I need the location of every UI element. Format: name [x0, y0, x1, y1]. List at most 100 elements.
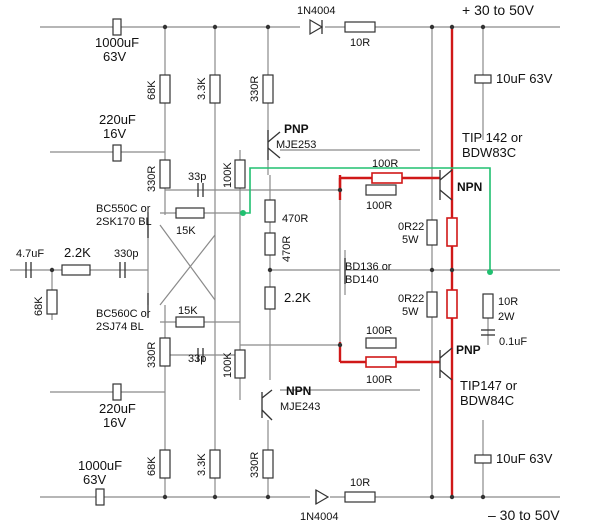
diode-top — [309, 18, 324, 36]
c220-top-voltage: 16V — [103, 126, 126, 141]
diode-top-label: 1N4004 — [297, 5, 336, 17]
pnp-driver-part: MJE253 — [276, 139, 316, 151]
junction-dots — [49, 24, 486, 500]
c-input-label: 4.7uF — [16, 248, 44, 260]
r100r-b-label: 100R — [366, 200, 392, 212]
resistor-2k2-mid — [264, 286, 276, 310]
resistor-2k2-input — [61, 264, 91, 276]
c1000-bottom-value: 1000uF — [78, 458, 122, 473]
resistor-330r-top — [262, 74, 274, 104]
transistor-output-pnp — [439, 347, 453, 381]
r10-top-label: 10R — [350, 37, 370, 49]
c220-bottom-value: 220uF — [99, 401, 136, 416]
pnp-driver-type: PNP — [284, 122, 309, 136]
r100k-top-label: 100K — [222, 162, 234, 188]
resistor-330r-mid-bottom — [159, 337, 171, 367]
transistor-pnp-driver — [267, 130, 281, 160]
r68k-bottom-label: 68K — [146, 456, 158, 476]
cap-33p-top — [197, 183, 204, 197]
r3k3-top-label: 3.3K — [196, 77, 208, 100]
resistor-10r-bottom — [344, 491, 376, 503]
transistor-output-npn — [439, 169, 453, 201]
diode-bottom — [315, 488, 330, 506]
c-zobel-label: 0.1uF — [499, 336, 527, 348]
c10u-bottom-label: 10uF 63V — [496, 451, 553, 466]
resistor-68k-top — [159, 74, 171, 104]
resistor-100r-c — [365, 337, 397, 349]
r470-a-label: 470R — [282, 213, 308, 225]
c1000-top-voltage: 63V — [103, 49, 126, 64]
bc560c-label: BC560C or — [96, 308, 151, 320]
r0r22-top-w-label: 5W — [402, 234, 419, 246]
r68k-input-label: 68K — [33, 296, 45, 316]
r330-mid-bottom-label: 330R — [146, 342, 158, 368]
npn-driver-type: NPN — [286, 384, 311, 398]
r470-b-label: 470R — [281, 236, 293, 262]
c220-top-value: 220uF — [99, 112, 136, 127]
resistor-100r-d — [365, 356, 397, 368]
r0r22-bottom-label: 0R22 — [398, 293, 424, 305]
resistor-3k3-top — [209, 74, 221, 104]
resistor-100k-top — [234, 159, 246, 189]
resistor-100k-bottom — [234, 349, 246, 379]
r2k2-mid-label: 2.2K — [284, 290, 311, 305]
resistor-68k-input — [46, 289, 58, 315]
resistor-0r22-bottom — [426, 291, 438, 318]
r0r22-bottom-w-label: 5W — [402, 306, 419, 318]
cap-zobel — [481, 329, 495, 336]
resistor-100r-b — [365, 184, 397, 196]
resistor-100r-a — [371, 172, 403, 184]
cap-220uf-bottom — [112, 383, 122, 401]
r0r22-top-label: 0R22 — [398, 221, 424, 233]
resistor-10r-top — [344, 21, 376, 33]
pnp-output-type: PNP — [456, 343, 481, 357]
r15k-bottom-label: 15K — [178, 305, 198, 317]
c10u-top-label: 10uF 63V — [496, 71, 553, 86]
resistor-0r22-bottom-red — [446, 289, 458, 319]
resistor-0r22-top — [426, 219, 438, 246]
bd136-label: BD136 or — [345, 261, 392, 273]
bd140-label: BD140 — [345, 274, 379, 286]
resistor-470r-a — [264, 199, 276, 223]
cap-10uf-top — [474, 74, 492, 84]
cap-1000uf-top — [112, 18, 122, 36]
bdw84c-label: BDW84C — [460, 393, 514, 408]
r100r-a-label: 100R — [372, 158, 398, 170]
r68k-top-label: 68K — [146, 80, 158, 100]
resistor-15k-bottom — [175, 316, 205, 328]
transistor-npn-driver — [261, 389, 273, 421]
bdw83c-label: BDW83C — [462, 145, 516, 160]
resistor-68k-bottom — [159, 449, 171, 479]
cap-input — [25, 262, 32, 278]
r15k-top-label: 15K — [176, 225, 196, 237]
2sj74-label: 2SJ74 BL — [96, 321, 144, 333]
cap-330p — [119, 262, 126, 278]
c220-bottom-voltage: 16V — [103, 415, 126, 430]
bc550c-label: BC550C or — [96, 203, 151, 215]
2sk170-label: 2SK170 BL — [96, 216, 152, 228]
cap-1000uf-bottom — [95, 488, 105, 506]
r100r-d-label: 100R — [366, 374, 392, 386]
feedback-wire — [240, 167, 493, 275]
tip142-label: TIP 142 or — [462, 130, 523, 145]
resistor-330r-mid-top — [159, 159, 171, 189]
npn-output-type: NPN — [457, 180, 482, 194]
r330-top-label: 330R — [249, 76, 261, 102]
r10-zobel-w-label: 2W — [498, 311, 515, 323]
c33p-top-label: 33p — [188, 171, 206, 183]
r10-bottom-label: 10R — [350, 477, 370, 489]
c1000-bottom-voltage: 63V — [83, 472, 106, 487]
c330p-label: 330p — [114, 248, 138, 260]
r330-bottom-label: 330R — [249, 452, 261, 478]
npn-driver-part: MJE243 — [280, 401, 320, 413]
r100k-bottom-label: 100K — [222, 352, 234, 378]
c33p-bottom-label: 33p — [188, 353, 206, 365]
cap-10uf-bottom — [474, 454, 492, 464]
r10-zobel-label: 10R — [498, 296, 518, 308]
rail-negative-label: – 30 to 50V — [488, 507, 560, 523]
r2k2-input-label: 2.2K — [64, 245, 91, 260]
cap-33p-bottom — [197, 348, 204, 362]
r330-mid-top-label: 330R — [146, 166, 158, 192]
